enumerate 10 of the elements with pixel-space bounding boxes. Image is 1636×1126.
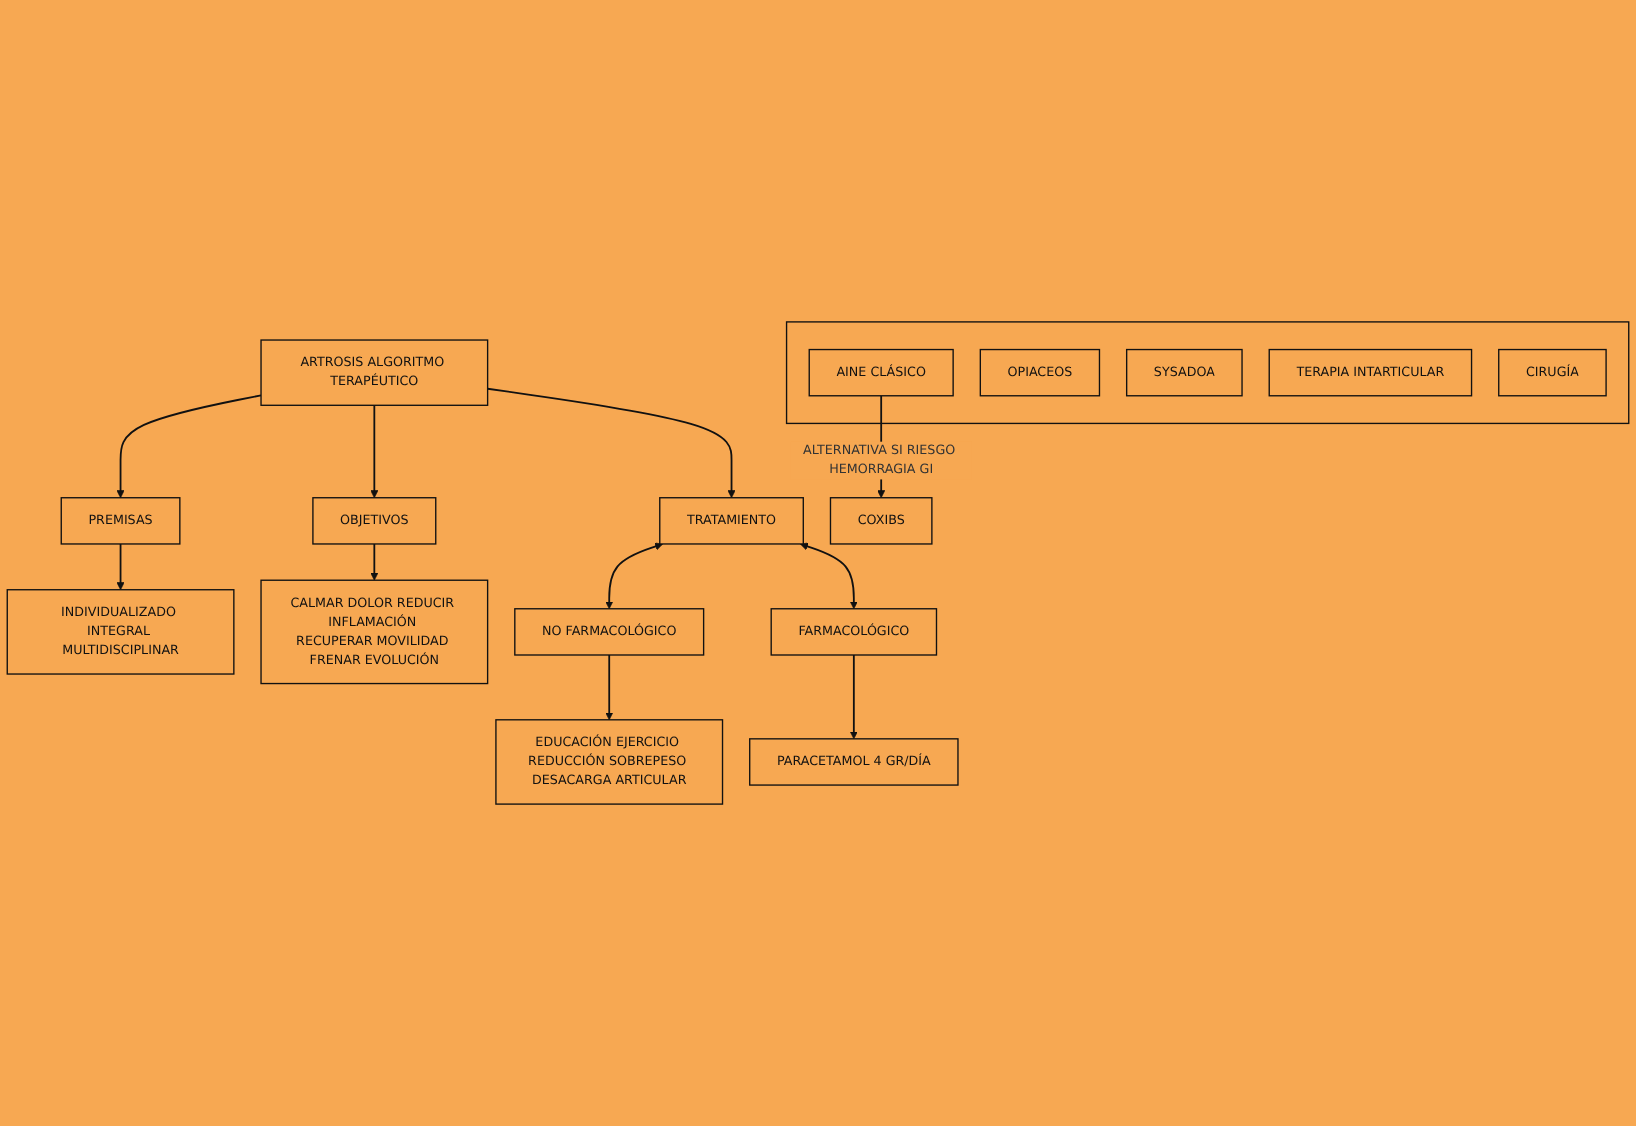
cluster [785, 321, 1630, 425]
arrow [605, 542, 663, 610]
arrow [370, 404, 379, 499]
arrow [849, 654, 858, 740]
arrow [116, 543, 125, 591]
arrow [370, 543, 379, 581]
arrow [605, 654, 614, 721]
arrow [800, 542, 858, 610]
arrow [116, 394, 262, 499]
arrow [486, 387, 736, 499]
